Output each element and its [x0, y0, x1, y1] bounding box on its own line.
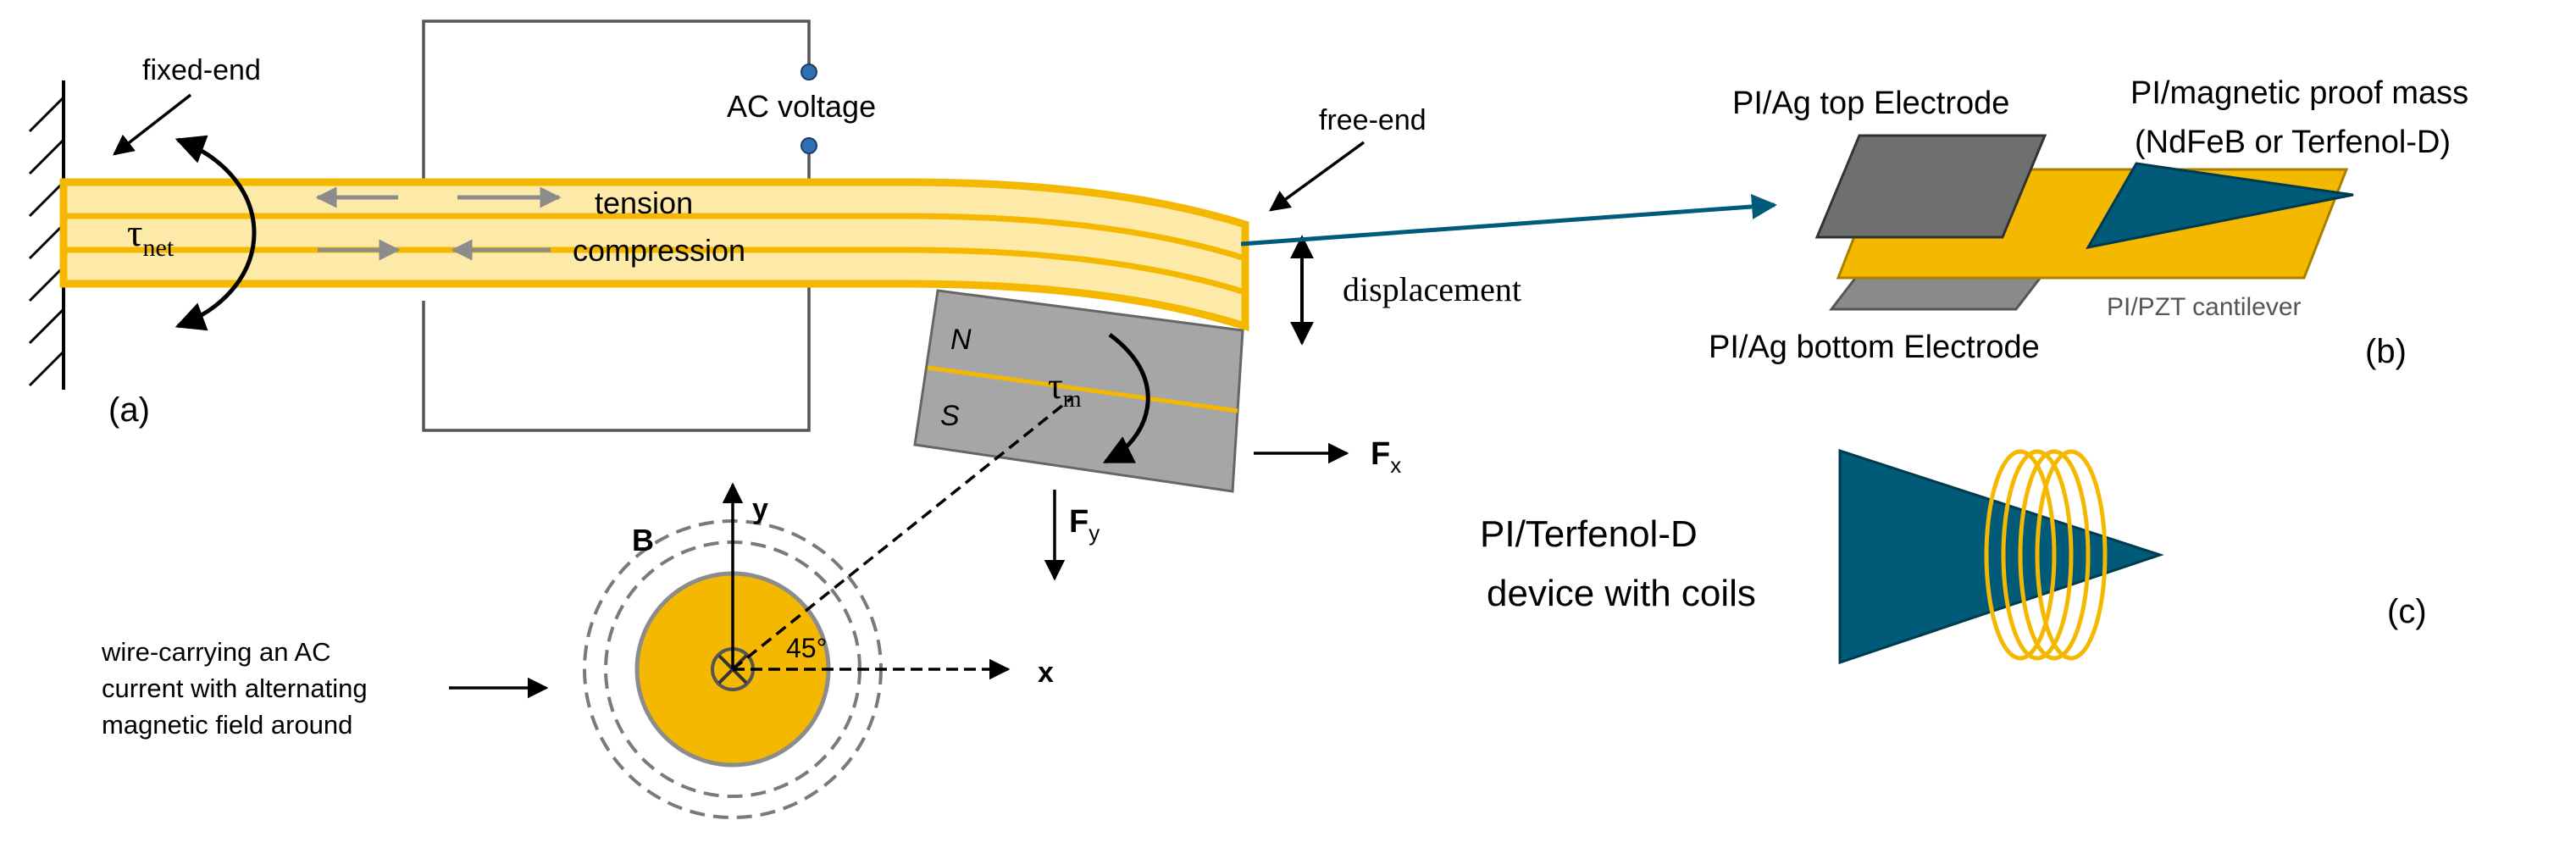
- panel-a-label: (a): [108, 391, 150, 429]
- magnet: [913, 289, 1244, 493]
- displacement-label: displacement: [1343, 270, 1521, 308]
- bottom-electrode-label: PI/Ag bottom Electrode: [1709, 330, 2040, 365]
- panel-b-label: (b): [2365, 333, 2407, 370]
- free-end-arrow: [1269, 141, 1366, 212]
- tension-label: tension: [595, 186, 693, 220]
- fixed-end-arrow: [113, 93, 192, 156]
- x-axis-label: x: [1038, 657, 1054, 689]
- fixed-end-label: fixed-end: [142, 54, 261, 86]
- radial-dashed-line: [731, 396, 1073, 671]
- wire-description-line2: current with alternating: [102, 673, 368, 703]
- force-y-label: Fy: [1069, 504, 1100, 546]
- angle-label: 45°: [786, 633, 827, 663]
- cantilever-beam: [59, 178, 1249, 332]
- ac-voltage-label: AC voltage: [727, 89, 876, 124]
- pzt-cantilever-label: PI/PZT cantilever: [2107, 293, 2302, 321]
- net-torque-arrow: [175, 135, 257, 331]
- wire-description-line3: magnetic field around: [102, 710, 352, 740]
- stress-arrows: [315, 186, 562, 261]
- free-end-label: free-end: [1319, 104, 1426, 136]
- connector-arrow: [1240, 194, 1777, 247]
- y-axis-label: y: [752, 493, 768, 525]
- terfenol-device: [1838, 448, 2164, 665]
- terminal-bottom: [800, 137, 817, 154]
- top-electrode: [1814, 134, 2047, 239]
- wire-description-line1: wire-carrying an AC: [101, 637, 330, 667]
- panel-c-label: (c): [2387, 593, 2427, 630]
- north-pole-label: N: [950, 324, 972, 356]
- magnet-torque-arrow: [1102, 332, 1150, 464]
- proof-mass-label-line1: PI/magnetic proof mass: [2130, 75, 2468, 111]
- proof-mass-label-line2: (NdFeB or Terfenol-D): [2135, 125, 2451, 160]
- south-pole-label: S: [940, 400, 960, 432]
- tau-net-label: τnet: [127, 211, 175, 262]
- fixed-wall: [28, 80, 65, 390]
- device-label-line1: PI/Terfenol-D: [1480, 513, 1698, 555]
- field-b-label: B: [632, 523, 654, 557]
- device-label-line2: device with coils: [1487, 573, 1756, 614]
- layered-cantilever: [1814, 134, 2354, 311]
- terminal-top: [800, 64, 817, 80]
- coils: [1984, 449, 2108, 661]
- ac-circuit: [422, 19, 817, 432]
- top-electrode-label: PI/Ag top Electrode: [1732, 86, 2009, 121]
- compression-label: compression: [573, 233, 745, 268]
- force-x-label: Fx: [1371, 436, 1401, 478]
- proof-mass: [2086, 162, 2354, 250]
